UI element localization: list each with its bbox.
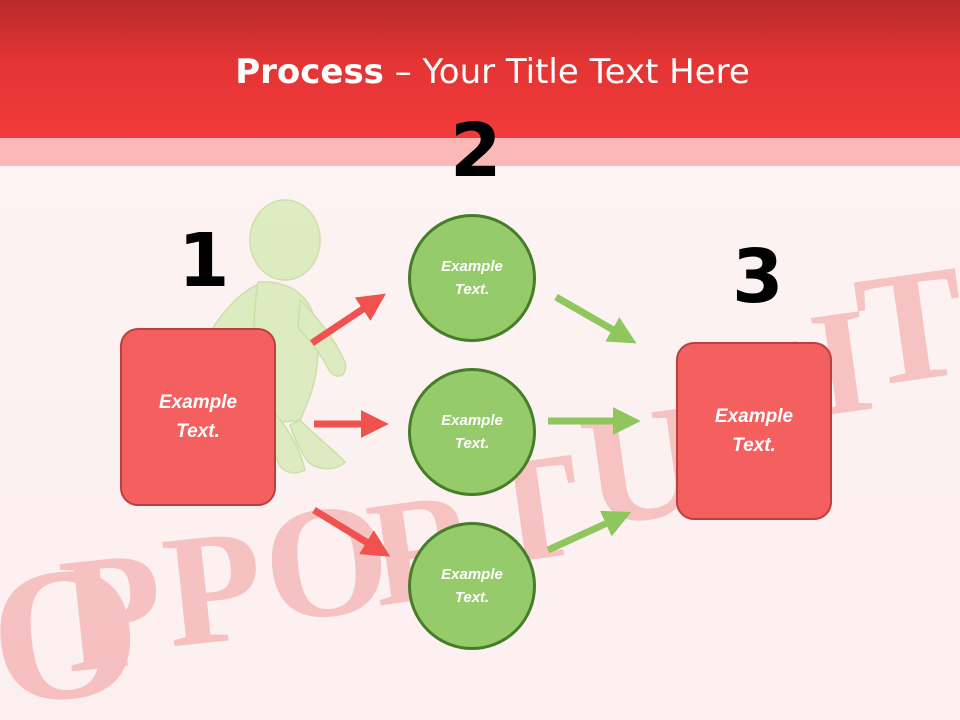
step-number-2: 2 [450,108,502,194]
step-1-box: Example Text. [120,328,276,506]
step-number-1: 1 [178,218,230,304]
step-2-circle-middle-text: Example Text. [441,412,503,452]
title-rest: – Your Title Text Here [383,52,750,92]
step-number-3: 3 [732,234,784,320]
step-2-circle-bottom: Example Text. [408,522,536,650]
title-header-bar [0,0,960,138]
step-3-text: Example Text. [714,406,794,456]
step-2-circle-bottom-text: Example Text. [441,566,503,606]
step-2-circle-middle: Example Text. [408,368,536,496]
svg-text:P: P [53,515,172,708]
step-2-circle-top-text: Example Text. [441,258,503,298]
title-bold: Process [235,52,384,92]
step-2-circle-top: Example Text. [408,214,536,342]
svg-text:P: P [156,494,272,681]
svg-text:O: O [255,466,397,656]
arrow-box1-to-circle-top [310,293,386,346]
arrow-box1-to-circle-bottom [312,507,391,557]
header-band [0,138,960,166]
arrow-circle-top-to-box3 [554,293,637,344]
step-3-box: Example Text. [676,342,832,520]
arrow-circle-bottom-to-box3 [546,510,632,554]
step-1-text: Example Text. [158,392,238,442]
slide-title: Process – Your Title Text Here [0,52,960,92]
svg-text:O: O [0,522,150,720]
